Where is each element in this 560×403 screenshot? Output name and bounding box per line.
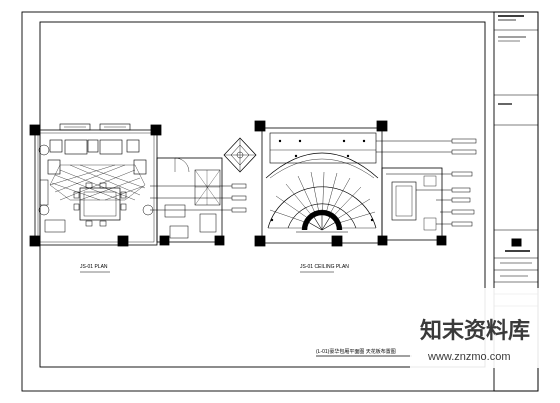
watermark-backdrop xyxy=(410,288,560,368)
watermark: 知末资料库 www.znzmo.com xyxy=(410,288,560,368)
watermark-logo-text: 知末资料库 xyxy=(420,318,530,344)
ceiling-plan-label: JS-01 CEILING PLAN xyxy=(300,264,349,270)
watermark-url: www.znzmo.com xyxy=(427,351,511,363)
ceiling-plan-view xyxy=(254,120,447,247)
floor-plan-view xyxy=(29,123,225,247)
ceiling-plan-callouts xyxy=(376,138,477,227)
floor-plan-callouts xyxy=(150,183,247,213)
sheet-title: (L-01)豪华包厢平面图 天花板布置图 xyxy=(316,348,396,355)
floor-plan-label: JS-01 PLAN xyxy=(80,264,108,270)
compass-rose xyxy=(223,137,257,173)
